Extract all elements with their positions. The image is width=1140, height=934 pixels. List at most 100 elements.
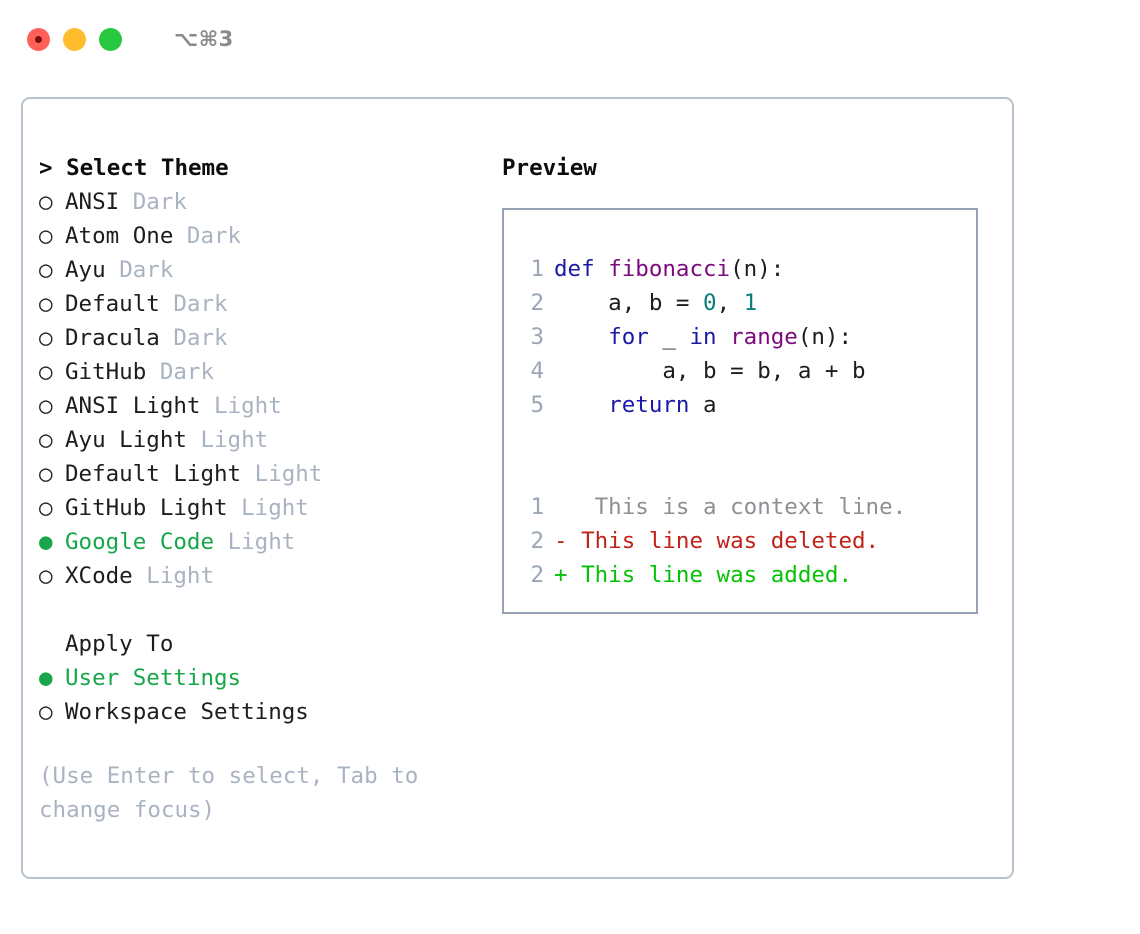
radio-unselected-icon: ○ (39, 427, 53, 453)
code-token-plain (554, 392, 608, 418)
apply-to-option-label: User Settings (65, 665, 242, 691)
theme-kind-label: Dark (159, 359, 215, 385)
list-spacer (39, 593, 499, 627)
radio-unselected-icon: ○ (39, 359, 53, 385)
radio-unselected-icon: ○ (39, 699, 53, 725)
code-token-keyword: def (554, 256, 609, 282)
apply-to-option[interactable]: ● User Settings (39, 661, 499, 695)
theme-list-item[interactable]: ● Google Code Light (39, 525, 499, 559)
code-token-plain: a, b = b, a + b (554, 358, 866, 384)
radio-unselected-icon: ○ (39, 461, 53, 487)
apply-to-option-label: Workspace Settings (65, 699, 309, 725)
radio-unselected-icon: ○ (39, 223, 53, 249)
code-token-number: 1 (743, 290, 758, 316)
diff-sign: - (554, 528, 568, 554)
theme-name: Atom One (65, 223, 174, 249)
code-line: 5 return a (518, 388, 976, 422)
code-token-function: range (730, 324, 798, 350)
diff-sign (554, 494, 568, 520)
theme-kind-label: Light (214, 393, 282, 419)
radio-unselected-icon: ○ (39, 563, 53, 589)
radio-selected-icon: ● (39, 529, 53, 555)
theme-name: Ayu (65, 257, 106, 283)
theme-kind-label: Light (241, 495, 309, 521)
code-token-keyword: for (608, 324, 649, 350)
theme-name: Google Code (65, 529, 215, 555)
theme-selector-panel: > Select Theme ○ANSI Dark○Atom One Dark○… (21, 97, 1014, 879)
apply-to-header: Apply To (39, 627, 499, 661)
diff-line: 2 + This line was added. (518, 558, 976, 592)
code-token-function: fibonacci (608, 256, 731, 282)
theme-name: Dracula (65, 325, 160, 351)
theme-kind-label: Light (254, 461, 323, 487)
theme-name: ANSI Light (65, 393, 201, 419)
theme-list-item[interactable]: ○Dracula Dark (39, 321, 499, 355)
theme-kind-label: Dark (119, 257, 174, 283)
theme-list-item[interactable]: ○ANSI Dark (39, 185, 499, 219)
diff-text: This line was added. (567, 562, 853, 588)
theme-list: ○ANSI Dark○Atom One Dark○Ayu Dark○Defaul… (39, 185, 499, 593)
theme-list-item[interactable]: ○ ANSI Light Light (39, 389, 499, 423)
code-token-keyword: in (689, 324, 717, 350)
radio-unselected-icon: ○ (39, 325, 53, 351)
diff-text: This line was deleted. (567, 528, 880, 554)
line-number: 5 (530, 392, 544, 418)
line-number: 3 (530, 324, 544, 350)
theme-name: ANSI (65, 189, 120, 215)
theme-kind-label: Dark (186, 223, 242, 249)
theme-list-item[interactable]: ○Ayu Light Light (39, 423, 499, 457)
code-token-plain: _ (648, 324, 690, 350)
theme-list-item[interactable]: ○ Atom One Dark (39, 219, 499, 253)
code-token-plain: (n): (797, 324, 853, 350)
code-token-plain: a (689, 392, 717, 418)
code-token-plain (554, 324, 608, 350)
theme-list-header: > Select Theme (39, 155, 229, 181)
radio-selected-icon: ● (39, 665, 53, 691)
theme-list-item[interactable]: ○XCode Light (39, 559, 499, 593)
line-number: 4 (530, 358, 544, 384)
preview-title: Preview (502, 155, 597, 181)
minimize-button[interactable] (63, 27, 86, 51)
code-blank-line-2 (518, 456, 976, 490)
theme-list-item[interactable]: ○ GitHub Dark (39, 355, 499, 389)
window-controls (27, 27, 122, 51)
code-token-plain: a, b = (554, 290, 704, 316)
theme-list-item[interactable]: ○Default Light Light (39, 457, 499, 491)
theme-name: GitHub (65, 359, 147, 385)
code-line: 4 a, b = b, a + b (518, 354, 976, 388)
code-token-keyword: return (608, 392, 690, 418)
theme-list-item[interactable]: ○Default Dark (39, 287, 499, 321)
diff-line-number: 2 (530, 528, 544, 554)
theme-list-item[interactable]: ○ GitHub Light Light (39, 491, 499, 525)
theme-name: Default (65, 291, 160, 317)
line-number: 1 (530, 256, 544, 282)
diff-line: 1 This is a context line. (518, 490, 976, 524)
theme-kind-label: Light (146, 563, 215, 589)
code-blank-line (518, 422, 976, 456)
diff-line: 2- This line was deleted. (518, 524, 976, 558)
diff-line-number: 2 (530, 562, 544, 588)
apply-to-option[interactable]: ○ Workspace Settings (39, 695, 499, 729)
code-token-plain: (n): (730, 256, 785, 282)
maximize-button[interactable] (99, 27, 122, 51)
theme-kind-label: Dark (173, 291, 228, 317)
radio-unselected-icon: ○ (39, 189, 53, 215)
theme-kind-label: Light (227, 529, 296, 555)
diff-line-number: 1 (530, 494, 544, 520)
help-text: (Use Enter to select, Tab to change focu… (39, 763, 419, 823)
close-button[interactable] (27, 27, 50, 51)
theme-name: GitHub Light (65, 495, 228, 521)
radio-unselected-icon: ○ (39, 393, 53, 419)
radio-unselected-icon: ○ (39, 495, 53, 521)
code-line: 3 for _ in range(n): (518, 320, 976, 354)
theme-list-item[interactable]: ○Ayu Dark (39, 253, 499, 287)
diff-text: This is a context line. (567, 494, 907, 520)
code-line: 2 a, b = 0, 1 (518, 286, 976, 320)
diff-sign: + (554, 562, 568, 588)
code-token-plain (717, 324, 731, 350)
theme-kind-label: Light (200, 427, 269, 453)
